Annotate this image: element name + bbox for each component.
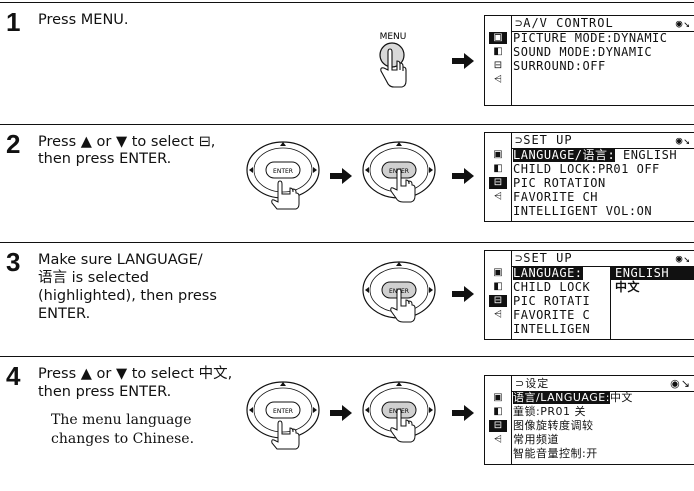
remote-icon: ◉↘ (675, 134, 691, 147)
setup-icon: ⊟ (489, 177, 507, 189)
pressing-hand-icon (380, 48, 407, 88)
step-3-instruction-line-3: (highlighted), then press (38, 288, 217, 304)
osd-screen-chinese-setup: ▣ ◧ ⊟ ⩤ ⊃设定 ◉↘ 语言/LANGUAGE:中文 童锁:PR01 关 … (484, 375, 694, 465)
osd-title-bar: ⊃设定 ◉↘ (511, 376, 694, 392)
arrow-right-icon (452, 168, 474, 184)
pad-press-enter-illustration: ENTER (360, 136, 438, 212)
osd-line-child-lock: CHILD LOCK (513, 280, 591, 294)
channel-icon: ⩤ (494, 191, 502, 202)
return-arrow-icon: ⊃ (515, 251, 524, 265)
osd-line-favorite-ch: FAVORITE C (513, 308, 591, 322)
osd-title: SET UP (523, 133, 573, 147)
menu-button-label: MENU (380, 32, 407, 42)
picture-adjust-icon: ◧ (493, 281, 503, 292)
return-arrow-icon: ⊃ (515, 16, 524, 30)
osd-line-intelligent-vol: INTELLIGENT VOL:ON (513, 204, 653, 218)
picture-adjust-icon: ◧ (493, 163, 503, 174)
remote-icon: ◉↘ (675, 252, 691, 265)
arrow-right-icon (452, 286, 474, 302)
language-option-english: ENGLISH (611, 266, 694, 280)
osd-title: SET UP (523, 251, 573, 265)
setup-icon: ⊟ (493, 60, 503, 71)
step-1-rule (0, 2, 694, 3)
step-4-number: 4 (6, 361, 21, 391)
picture-adjust-icon: ◧ (493, 406, 503, 417)
av-control-icon: ▣ (493, 149, 503, 160)
arrow-right-icon (452, 53, 474, 69)
osd-line-intelligent-vol: 智能音量控制:开 (513, 447, 598, 460)
remote-icon: ◉↘ (670, 377, 691, 390)
osd-title: A/V CONTROL (523, 16, 614, 30)
return-arrow-icon: ⊃ (515, 133, 524, 147)
osd-line-intelligent: INTELLIGEN (513, 322, 591, 336)
step-3-number: 3 (6, 247, 21, 277)
step-1-number: 1 (6, 7, 21, 37)
language-submenu: ENGLISH 中文 (610, 266, 694, 339)
av-control-icon: ▣ (489, 32, 507, 44)
picture-adjust-icon: ◧ (493, 46, 503, 57)
osd-title: 设定 (525, 377, 550, 390)
step-4-rule (0, 356, 694, 357)
av-control-icon: ▣ (493, 267, 503, 278)
language-option-chinese: 中文 (615, 280, 641, 294)
osd-title-bar: ⊃SET UP ◉↘ (511, 251, 694, 267)
menu-button-illustration: MENU (370, 30, 416, 100)
osd-line-child-lock: 童锁:PR01 关 (513, 405, 586, 418)
pad-press-enter-illustration: ENTER (360, 376, 438, 452)
osd-title-bar: ⊃A/V CONTROL ◉↘ (511, 16, 694, 32)
osd-line-surround: SURROUND:OFF (513, 59, 606, 73)
osd-line-language: 语言/LANGUAGE: (513, 391, 610, 404)
setup-icon: ⊟ (489, 295, 507, 307)
step-3-instruction-line-1: Make sure LANGUAGE/ (38, 252, 203, 268)
av-control-icon: ▣ (493, 392, 503, 403)
pad-press-down-illustration: ENTER (244, 136, 322, 212)
channel-icon: ⩤ (494, 74, 502, 85)
step-3-instruction-line-2: 语言 is selected (38, 270, 150, 286)
osd-line-pic-rotation: 图像旋转度调较 (513, 419, 594, 432)
step-2-number: 2 (6, 129, 21, 159)
step-4-instruction-line-2: then press ENTER. (38, 384, 172, 400)
osd-icon-column: ▣ ◧ ⊟ ⩤ (485, 16, 512, 105)
step-2-instruction-line-2: then press ENTER. (38, 151, 172, 167)
osd-line-sound-mode: SOUND MODE:DYNAMIC (513, 45, 653, 59)
osd-screen-av-control: ▣ ◧ ⊟ ⩤ ⊃A/V CONTROL ◉↘ PICTURE MODE:DYN… (484, 15, 694, 106)
osd-line-pic-rotation: PIC ROTATION (513, 176, 606, 190)
arrow-right-icon (452, 405, 474, 421)
osd-line-child-lock: CHILD LOCK:PR01 OFF (513, 162, 660, 176)
return-arrow-icon: ⊃ (515, 377, 526, 390)
osd-title-bar: ⊃SET UP ◉↘ (511, 133, 694, 149)
osd-language-value: ENGLISH (622, 148, 678, 162)
step-2-rule (0, 124, 694, 125)
channel-icon: ⩤ (494, 434, 502, 445)
step-4-note-line-1: The menu language (51, 412, 192, 428)
osd-line-language: LANGUAGE/语言: (513, 148, 616, 162)
osd-line-pic-rotation: PIC ROTATI (513, 294, 591, 308)
osd-screen-language-select: ▣ ◧ ⊟ ⩤ ⊃SET UP ◉↘ LANGUAGE: CHILD LOCK … (484, 250, 694, 340)
osd-line-favorite-ch: FAVORITE CH (513, 190, 598, 204)
enter-button (265, 161, 301, 179)
osd-line-language: LANGUAGE: (513, 266, 583, 280)
step-1-instruction: Press MENU. (38, 12, 129, 28)
osd-line-favorite-ch: 常用频道 (513, 433, 559, 446)
osd-language-value: 中文 (609, 391, 633, 404)
remote-icon: ◉↘ (675, 17, 691, 30)
pad-press-enter-illustration: ENTER (360, 256, 438, 332)
pressing-hand-icon (271, 180, 300, 210)
arrow-right-icon (330, 168, 352, 184)
setup-icon: ⊟ (489, 420, 507, 432)
svg-text:ENTER: ENTER (273, 408, 293, 415)
step-2-instruction-line-1: Press ▲ or ▼ to select ⊟, (38, 134, 216, 150)
step-3-rule (0, 242, 694, 243)
step-3-instruction-line-4: ENTER. (38, 306, 91, 322)
step-4-note-line-2: changes to Chinese. (51, 431, 195, 447)
osd-line-picture-mode: PICTURE MODE:DYNAMIC (513, 31, 668, 45)
channel-icon: ⩤ (494, 309, 502, 320)
enter-button-label: ENTER (273, 168, 293, 175)
step-4-instruction-line-1: Press ▲ or ▼ to select 中文, (38, 366, 233, 382)
osd-screen-setup: ▣ ◧ ⊟ ⩤ ⊃SET UP ◉↘ LANGUAGE/语言: ENGLISH … (484, 132, 694, 222)
arrow-right-icon (330, 405, 352, 421)
pad-press-down-illustration: ENTER (244, 376, 322, 452)
